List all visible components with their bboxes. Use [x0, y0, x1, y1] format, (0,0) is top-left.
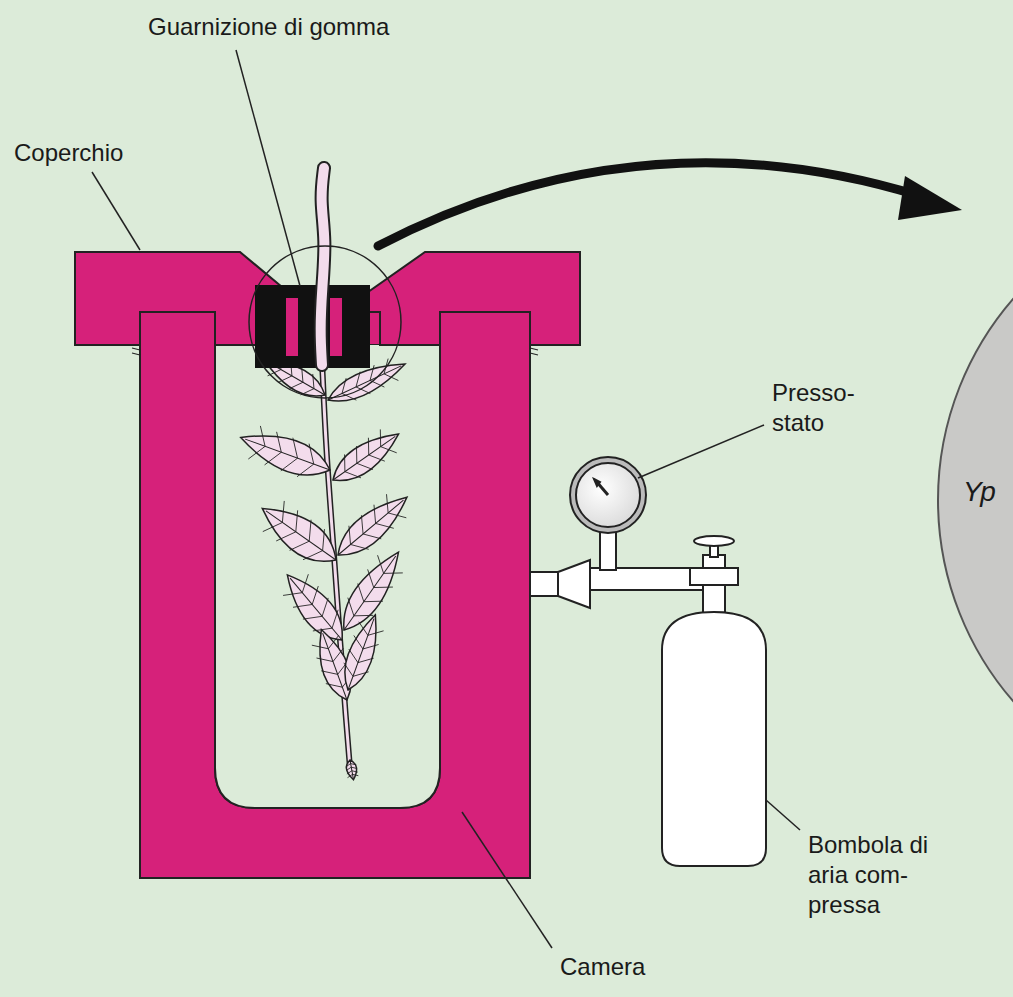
part-label-text: Coperchio — [14, 138, 123, 168]
part-label-text: Bombola di aria com- pressa — [808, 830, 948, 920]
zoom-inset: Yp — [935, 190, 1013, 810]
part-label: Coperchio — [14, 138, 123, 168]
part-label: Guarnizione di gomma — [148, 12, 389, 42]
leader-line — [92, 50, 800, 948]
zoom-circle — [249, 246, 401, 398]
leafy-shoot — [235, 350, 417, 781]
part-label-text: Camera — [560, 952, 645, 982]
gas-cylinder — [662, 536, 766, 866]
part-label: Camera — [560, 952, 645, 982]
part-label-text: Presso- stato — [772, 378, 855, 438]
water-potential-symbol: Yp — [963, 476, 996, 508]
zoom-arrow — [378, 163, 920, 246]
rubber-gasket — [255, 285, 370, 368]
gas-line — [530, 457, 705, 608]
chamber-cavity — [215, 345, 440, 808]
stem — [321, 168, 325, 365]
part-label: Bombola di aria com- pressa — [808, 830, 948, 920]
part-label: Presso- stato — [772, 378, 855, 438]
zoom-arrowhead — [898, 176, 962, 220]
part-label-text: Guarnizione di gomma — [148, 12, 389, 42]
